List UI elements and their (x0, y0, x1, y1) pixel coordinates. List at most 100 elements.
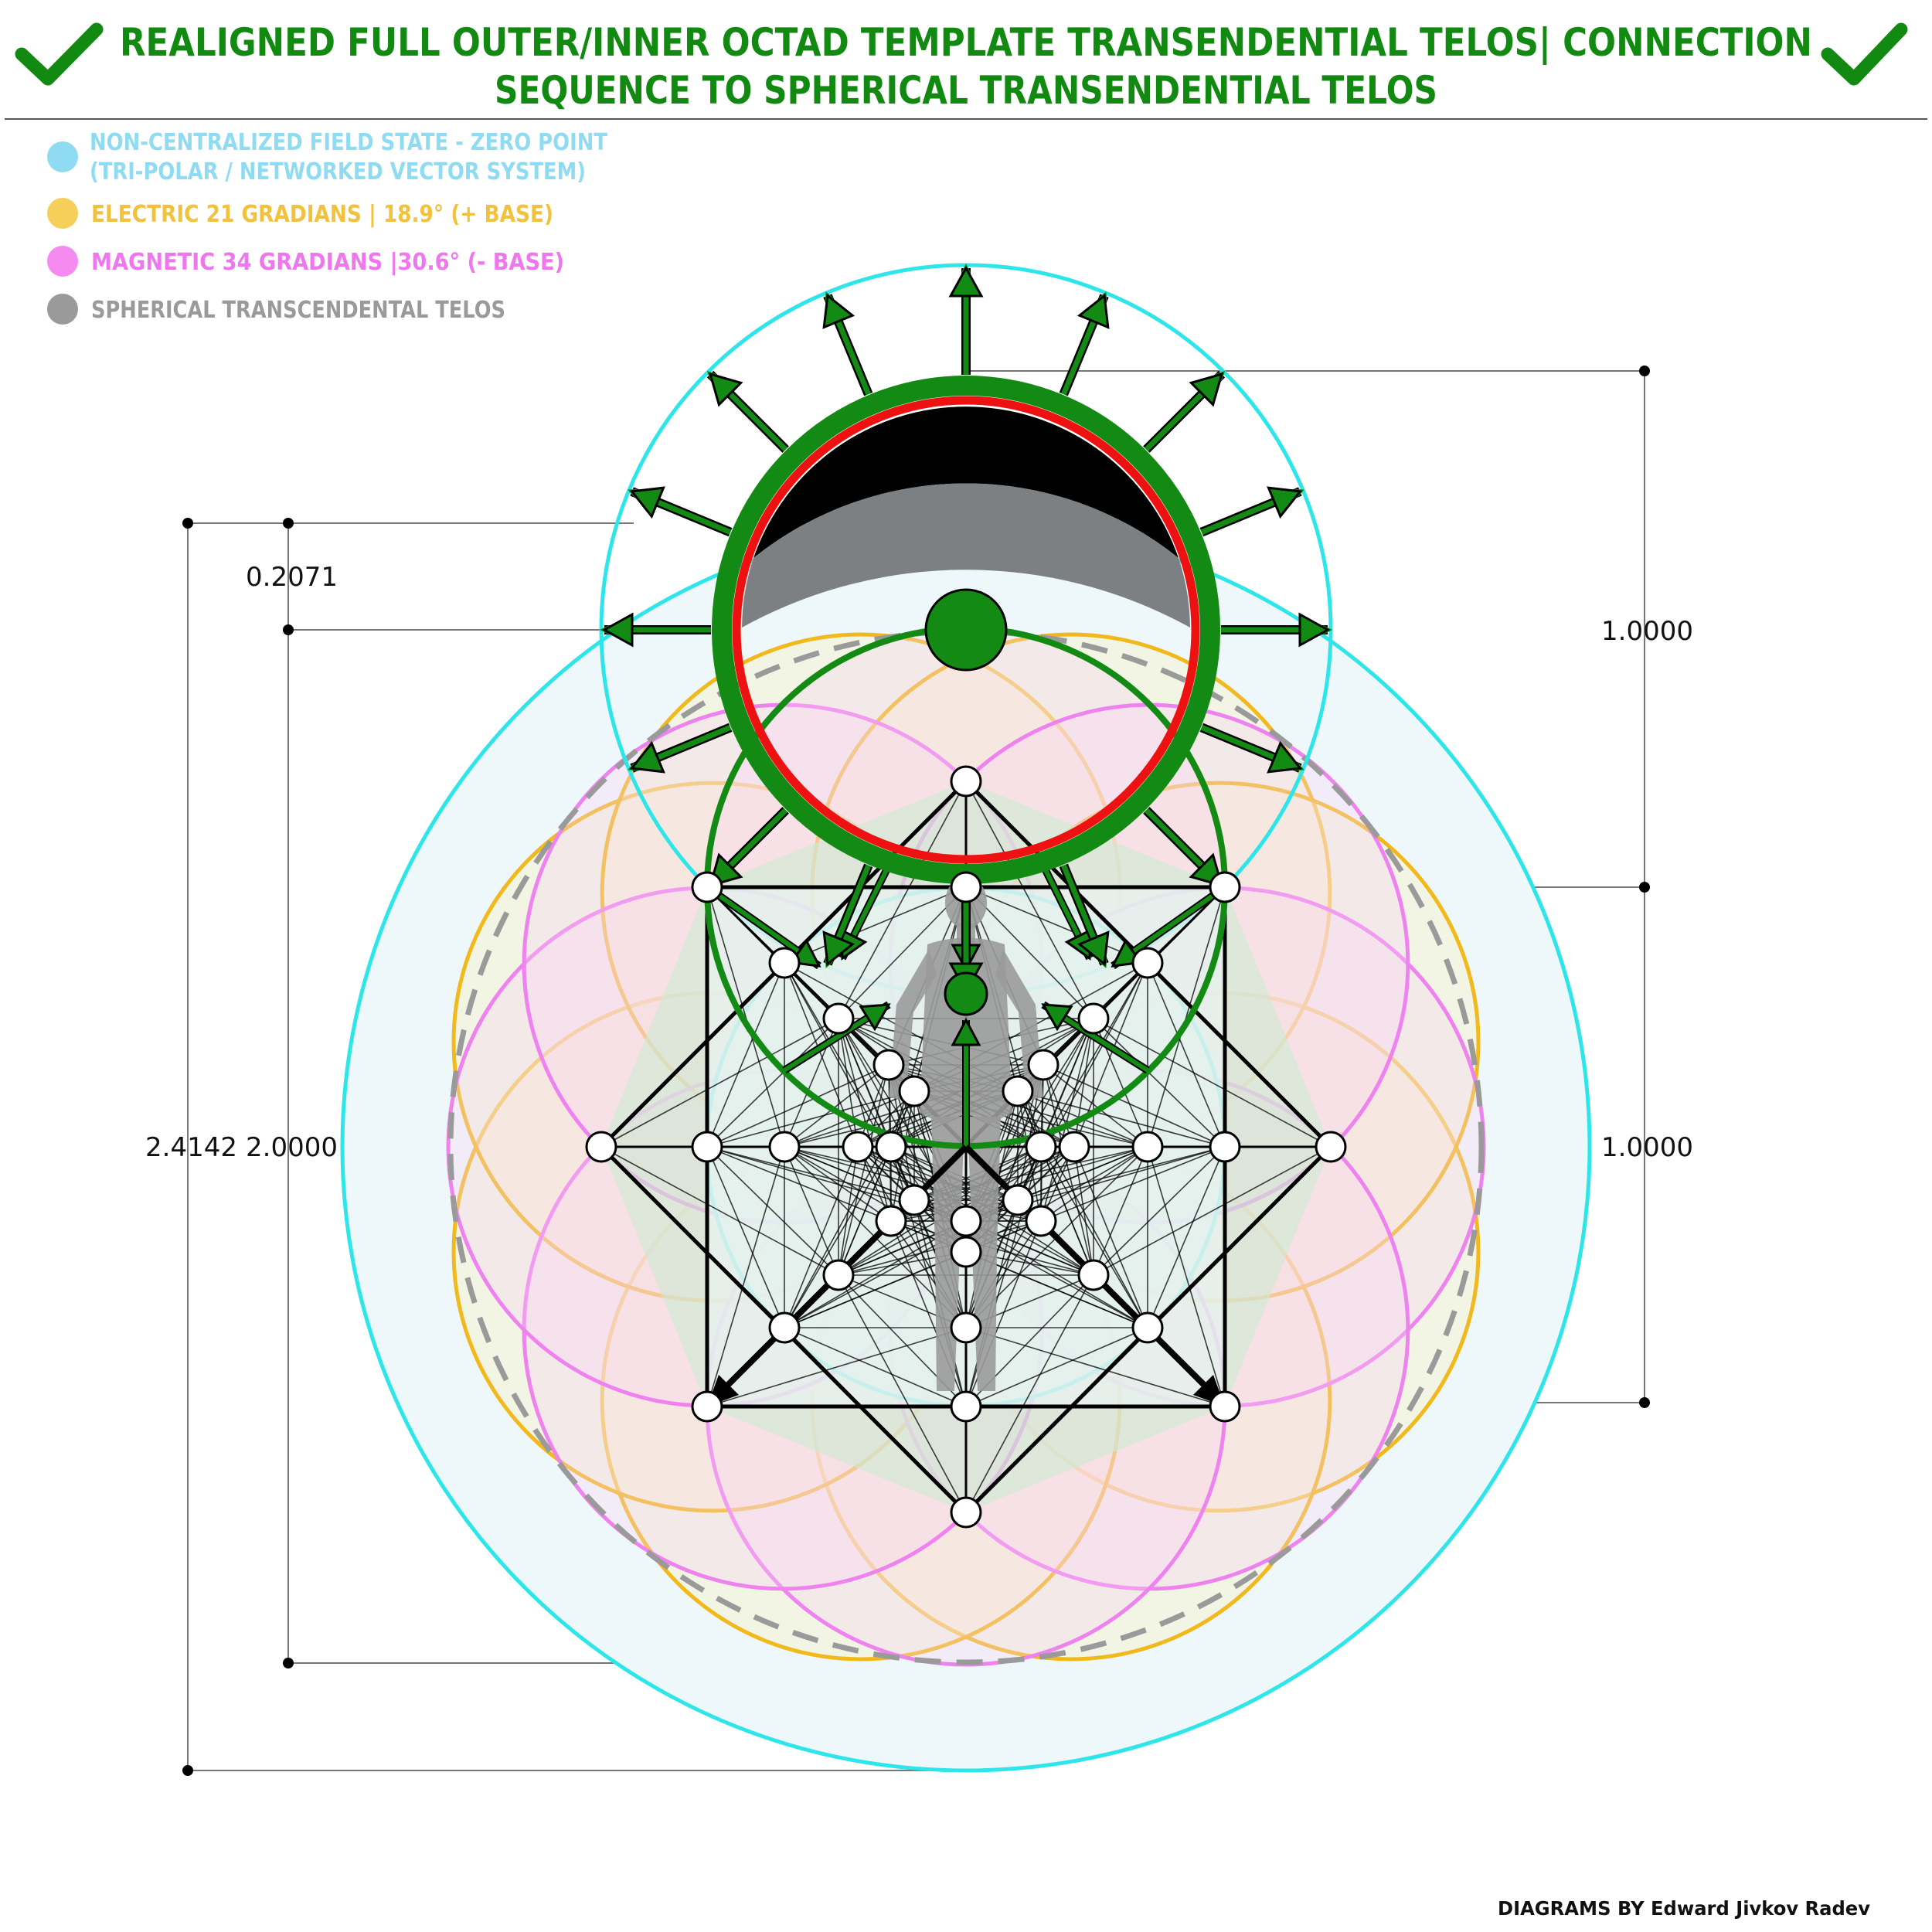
mesh-line (965, 1327, 1148, 1513)
octad-node (950, 1496, 982, 1529)
mesh-line (838, 781, 967, 1019)
octad-node (1209, 871, 1241, 903)
mesh-line (1093, 1018, 1226, 1148)
title-line-2: SEQUENCE TO SPHERICAL TRANSENDENTIAL TEL… (495, 68, 1437, 113)
octad-node (875, 1205, 907, 1237)
mesh-line (1093, 1146, 1148, 1276)
outer-arrowhead (822, 293, 855, 329)
mesh-line (784, 1146, 859, 1328)
mesh-line (965, 886, 1148, 964)
mesh-line (706, 962, 785, 1148)
outer-arrowhead (1077, 293, 1110, 329)
mesh-line (600, 1146, 785, 1328)
mesh-line (784, 1327, 967, 1407)
mesh-line (1043, 1064, 1226, 1148)
mesh-line (784, 1090, 915, 1328)
octad-node (691, 1390, 723, 1423)
octad-node (1131, 1311, 1164, 1344)
outer-arrowhead (629, 740, 665, 774)
mesh-line (1093, 1146, 1332, 1276)
mesh-line (965, 781, 1148, 964)
outer-arrowhead (1077, 930, 1110, 967)
mesh-line (965, 886, 1094, 1019)
outer-arrowhead (1267, 740, 1303, 774)
mesh-line (1093, 1018, 1332, 1148)
octad-nodes (585, 765, 1347, 1529)
octad-node (872, 1049, 905, 1081)
octad-node (1077, 1002, 1110, 1035)
mesh-line (600, 962, 785, 1148)
legend-label: SPHERICAL TRANSCENDENTAL TELOS (91, 297, 505, 324)
octad-node (950, 1311, 982, 1344)
mesh-line (965, 1274, 1094, 1513)
mesh-line (1017, 1146, 1226, 1201)
dimension-label-outer: 2.4142 (145, 1132, 237, 1163)
octad-node (1002, 1075, 1034, 1107)
mesh-line (706, 886, 785, 1148)
octad-node (1209, 1131, 1241, 1163)
outer-arrowhead (822, 930, 855, 967)
mesh-line (965, 781, 1094, 1019)
mesh-line (838, 886, 967, 1019)
octad-node (950, 1390, 982, 1423)
header: REALIGNED FULL OUTER/INNER OCTAD TEMPLAT… (5, 20, 1927, 120)
checkmark-icon (1821, 22, 1908, 86)
mesh-line (1043, 1064, 1148, 1148)
dimension-label-inner: 2.0000 (246, 1132, 338, 1163)
mesh-line (838, 1146, 859, 1276)
mesh-line (706, 1146, 892, 1222)
octad-node (1131, 1131, 1164, 1163)
octad-node (842, 1131, 874, 1163)
outer-arrowhead (601, 612, 634, 648)
outer-arrowhead (1267, 486, 1303, 519)
inner-center-dot (944, 971, 988, 1016)
inner-arrowhead (1041, 1003, 1073, 1032)
mesh-line (1147, 886, 1226, 1148)
outer-arrowhead (948, 265, 984, 298)
legend-label: (TRI-POLAR / NETWORKED VECTOR SYSTEM) (90, 158, 586, 185)
octad-node (822, 1259, 855, 1291)
octad-node (1077, 1259, 1110, 1291)
mesh-line (1147, 962, 1226, 1148)
octad-node (1209, 1390, 1241, 1423)
legend-swatch (47, 294, 78, 325)
legend-item-field-state: NON-CENTRALIZED FIELD STATE - ZERO POINT… (47, 129, 607, 185)
mesh-line (784, 1064, 889, 1148)
octad-node (950, 871, 982, 903)
inner-arrowhead (859, 1003, 891, 1032)
mesh-line (1147, 1146, 1226, 1407)
mesh-line (965, 1327, 1226, 1407)
octad-node (950, 765, 982, 798)
outer-arrowhead (629, 486, 665, 519)
mesh-line (1147, 1146, 1332, 1328)
legend-label: MAGNETIC 34 GRADIANS |30.6° (- BASE) (91, 249, 564, 276)
octad-node (1025, 1205, 1057, 1237)
mesh-line (1093, 1146, 1226, 1276)
outer-arrowhead (1189, 372, 1224, 407)
mesh-line (706, 1146, 785, 1407)
mesh-line (1017, 1090, 1226, 1148)
mesh-line (600, 1146, 839, 1276)
legend-item-spherical: SPHERICAL TRANSCENDENTAL TELOS (47, 294, 505, 325)
mesh-line (784, 1327, 967, 1513)
octad-node (1131, 947, 1164, 979)
legend: NON-CENTRALIZED FIELD STATE - ZERO POINT… (47, 129, 607, 325)
octad-node (898, 1075, 930, 1107)
outer-arrowhead (1298, 612, 1331, 648)
octad-node (822, 1002, 855, 1035)
mesh-line (1147, 1146, 1226, 1328)
inner-arrowhead (951, 1017, 981, 1046)
octad-node (585, 1131, 617, 1163)
dimension-ticks (182, 366, 1650, 1776)
mesh-line (706, 1146, 785, 1328)
telos-dark-crescent (753, 406, 1179, 558)
legend-item-electric: ELECTRIC 21 GRADIANS | 18.9° (+ BASE) (47, 198, 553, 229)
mesh-line (1147, 962, 1332, 1148)
legend-label: ELECTRIC 21 GRADIANS | 18.9° (+ BASE) (91, 201, 553, 228)
octad-node (691, 871, 723, 903)
octad-node (768, 1131, 801, 1163)
octad-node (950, 1236, 982, 1268)
mesh-line (706, 1018, 839, 1148)
legend-swatch (47, 198, 78, 229)
